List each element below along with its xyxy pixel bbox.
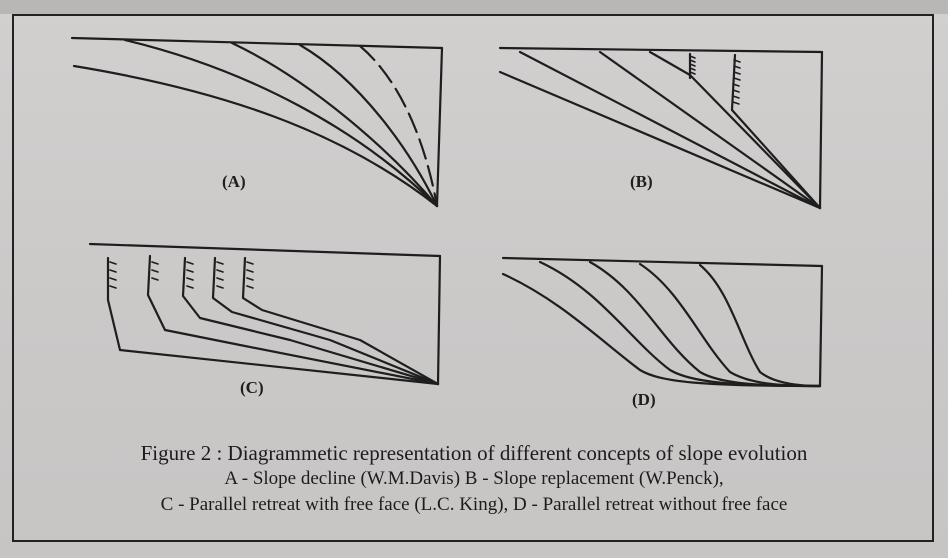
panel-b-profile-3 <box>598 50 822 210</box>
panel-b-diagram <box>498 46 824 210</box>
panel-d-right-wall <box>818 264 824 388</box>
panel-d-profile-5 <box>698 263 822 388</box>
panel-c-profile-5 <box>241 256 440 386</box>
panel-a-profile-5-dashed <box>358 44 439 208</box>
panel-b-free-face-2 <box>730 53 822 210</box>
panel-a-top-surface <box>70 36 444 50</box>
panel-b-top-surface <box>498 46 824 54</box>
panel-c-diagram <box>88 242 442 386</box>
panel-c-top-surface <box>88 242 442 258</box>
figure-caption: Figure 2 : Diagrammetic representation o… <box>30 440 918 518</box>
panel-c-profile-3 <box>181 256 440 386</box>
panel-b-hatch-2 <box>732 59 741 105</box>
caption-line-2: A - Slope decline (W.M.Davis) B - Slope … <box>224 468 724 489</box>
panel-d-profile-4 <box>638 262 822 388</box>
panel-c-hatch <box>109 261 254 289</box>
top-strip <box>0 0 948 14</box>
panel-c-profile-2 <box>146 254 440 386</box>
panel-a-label: (A) <box>222 172 246 191</box>
panel-a-diagram <box>70 36 444 208</box>
panel-c-profile-1 <box>106 256 440 386</box>
panel-b-label: (B) <box>630 172 653 191</box>
panel-a-profile-4 <box>298 43 439 208</box>
figure-frame <box>12 14 934 542</box>
panel-d-profile-1 <box>501 272 822 388</box>
panel-b-right-wall <box>818 50 824 210</box>
panel-b-profile-2 <box>518 50 822 210</box>
panel-a-profile-1 <box>72 64 439 208</box>
panel-d-top-surface <box>501 256 824 268</box>
panel-a-right-wall <box>435 46 444 208</box>
panel-a-profile-3 <box>230 41 439 208</box>
panel-b-hatch-1 <box>689 55 696 75</box>
panel-d-diagram <box>501 256 824 388</box>
panel-b-profile-1 <box>498 70 822 210</box>
panel-a-profile-2 <box>123 38 439 208</box>
panel-c-label: (C) <box>240 378 264 397</box>
panel-c-profile-4 <box>211 256 440 386</box>
panel-d-label: (D) <box>632 390 656 409</box>
panel-c-right-wall <box>436 254 442 386</box>
panel-b-profile-4 <box>648 50 822 210</box>
caption-title: Figure 2 : Diagrammetic representation o… <box>140 441 808 465</box>
caption-line-3: C - Parallel retreat with free face (L.C… <box>160 494 788 515</box>
panel-d-profile-3 <box>588 260 822 388</box>
